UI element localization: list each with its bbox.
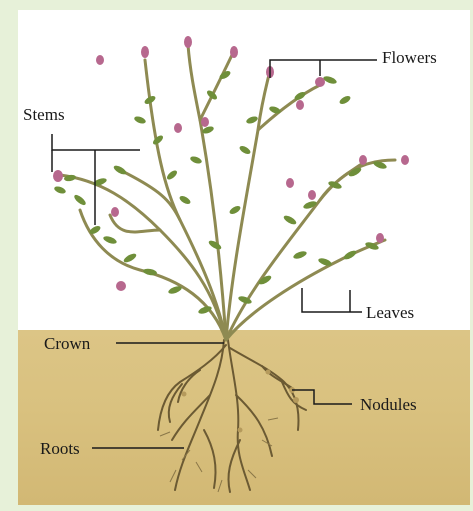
leader-lines (52, 60, 377, 448)
stems (60, 45, 395, 340)
leaves-label: Leaves (366, 304, 414, 321)
roots (158, 340, 306, 492)
roots-label: Roots (40, 440, 80, 457)
nodules-label: Nodules (360, 396, 417, 413)
crown-label: Crown (44, 335, 90, 352)
stems-label: Stems (23, 106, 65, 123)
flowers-label: Flowers (382, 49, 437, 66)
